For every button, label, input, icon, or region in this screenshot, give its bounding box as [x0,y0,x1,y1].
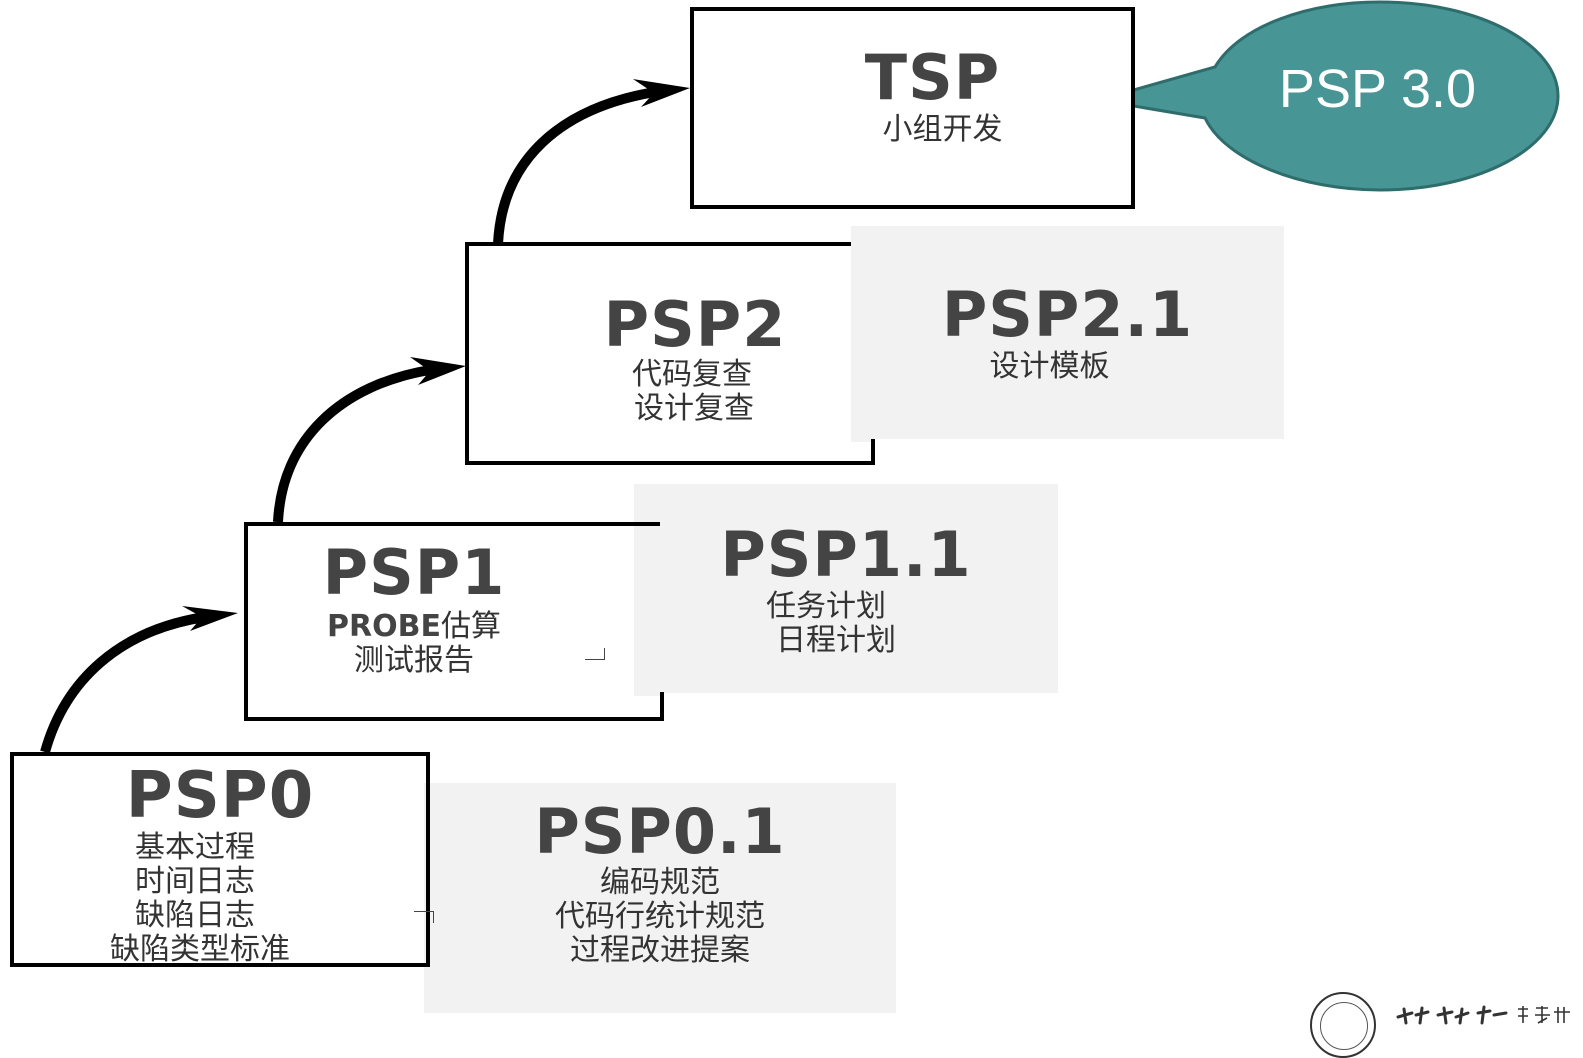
logo-script [1396,1005,1570,1025]
psp1-line-2: 测试报告 [354,643,474,678]
psp1-box: PSP1 PROBE估算 测试报告 [244,522,664,721]
psp01-title: PSP0.1 [534,795,786,868]
psp0-title: PSP0 [125,759,315,833]
psp1-line-1: PROBE估算 [208,610,620,644]
psp0-box: PSP0 基本过程 时间日志 缺陷日志 缺陷类型标准 [10,752,430,967]
corner-mark [414,911,434,923]
callout-text: PSP 3.0 [1278,59,1477,119]
corner-mark [585,648,605,660]
psp2-box: PSP2 代码复查 设计复查 [465,242,875,465]
psp1-title: PSP1 [322,536,506,609]
psp21-panel: PSP2.1 设计模板 [851,226,1284,439]
psp0-line-2: 时间日志 [135,864,255,899]
curved-arrow-icon [493,79,690,245]
psp0-line-4: 缺陷类型标准 [110,932,290,967]
psp11-panel: PSP1.1 任务计划 日程计划 [634,484,1058,693]
psp11-line-2: 日程计划 [776,623,896,658]
psp11-title: PSP1.1 [720,518,972,591]
university-seal-icon [1310,992,1376,1058]
psp0-line-3: 缺陷日志 [135,898,255,933]
estimate-label: 估算 [440,609,501,644]
tsp-title: TSP [864,41,1001,114]
psp2-line-2: 设计复查 [634,391,754,426]
psp21-line-1: 设计模板 [989,349,1110,384]
psp21-title: PSP2.1 [941,278,1194,351]
psp01-line-1: 编码规范 [600,865,720,900]
tsp-box: TSP 小组开发 [690,7,1135,209]
curved-arrow-icon [273,357,466,523]
psp01-panel: PSP0.1 编码规范 代码行统计规范 过程改进提案 [424,783,896,1013]
probe-label: PROBE [327,609,441,644]
psp11-line-1: 任务计划 [766,589,886,624]
psp01-line-3: 过程改进提案 [570,933,750,968]
psp01-line-2: 代码行统计规范 [555,899,765,934]
psp2-title: PSP2 [603,288,787,361]
tsp-line-1: 小组开发 [882,112,1003,147]
psp0-line-1: 基本过程 [135,830,255,865]
psp2-line-1: 代码复查 [632,357,752,392]
